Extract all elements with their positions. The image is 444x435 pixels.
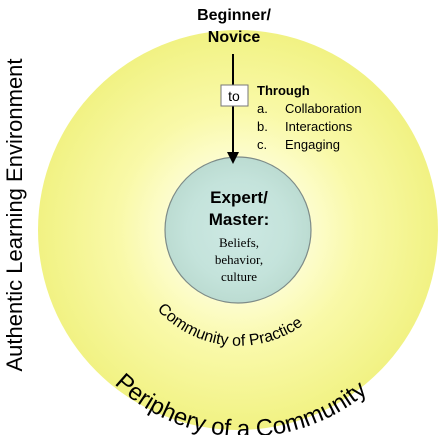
through-marker-b: b. xyxy=(257,119,268,134)
through-marker-a: a. xyxy=(257,101,268,116)
arrow-label-box xyxy=(220,84,249,107)
through-item-b: Interactions xyxy=(285,119,353,134)
side-label: Authentic Learning Environment xyxy=(2,58,27,371)
center-title-line2: Master: xyxy=(209,210,269,229)
center-line1: Beliefs, xyxy=(219,235,259,250)
through-marker-c: c. xyxy=(257,137,267,152)
through-item-a: Collaboration xyxy=(285,101,362,116)
center-line2: behavior, xyxy=(215,252,263,267)
start-label-line1: Beginner/ xyxy=(197,7,271,24)
arrow-label: to xyxy=(228,88,240,104)
through-item-c: Engaging xyxy=(285,137,340,152)
start-label-line2: Novice xyxy=(208,29,261,46)
center-title-line1: Expert/ xyxy=(210,188,268,207)
center-line3: culture xyxy=(221,269,257,284)
through-title: Through xyxy=(257,83,310,98)
